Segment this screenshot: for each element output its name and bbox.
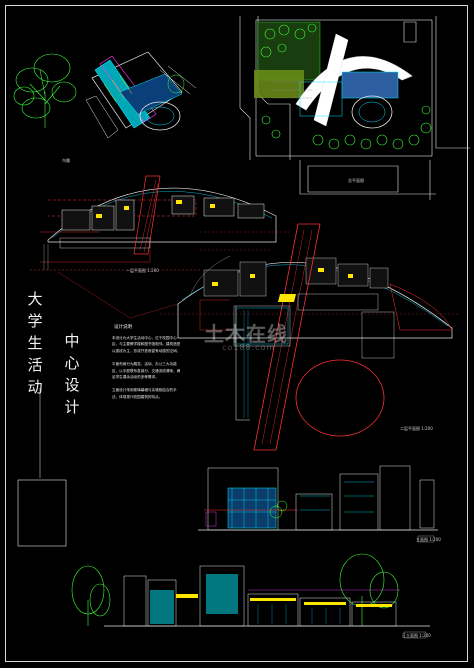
title-divider: [17, 388, 67, 547]
bird-view-sketch: [13, 51, 197, 139]
bird-view-building: [85, 51, 197, 139]
watermark-sub: co188.com: [222, 343, 276, 352]
watermark-logo: 土木在线: [204, 322, 288, 346]
label-elevation-b: 正立面图 1:200: [402, 633, 431, 638]
label-plan-2: 二层平面图 1:200: [400, 426, 433, 431]
elevation-b: [71, 553, 430, 639]
description-paragraph: 平面布局分为展览、活动、办公三大功能区，以中庭联系各部分，交通流线清晰，满足学生…: [112, 362, 181, 380]
elevation-a: [198, 465, 438, 543]
sheet-border: [5, 5, 468, 662]
description-paragraph: 本设计为大学生活动中心，位于校园中心区，与主要教学楼和图书馆相邻。建筑造型以弧线…: [112, 336, 181, 353]
label-elevation-a: 立面图 1:200: [416, 537, 441, 542]
site-plan: [239, 16, 470, 200]
floor-plan-2: [57, 223, 460, 451]
title-vertical-line1: 大学生活动: [27, 290, 43, 396]
label-bird-view: 鸟瞰: [62, 158, 70, 163]
site-greenery: [254, 21, 432, 150]
tree-sketch-left: [13, 53, 77, 128]
description-paragraph: 立面设计采用玻璃幕墙与实墙相结合的手法，体现现代校园建筑的特点。: [112, 388, 177, 399]
tree-elevation-b-left: [71, 565, 111, 626]
label-plan-1: 一层平面图 1:200: [126, 268, 159, 273]
title-vertical-line2: 中心设计: [64, 332, 80, 416]
label-site-plan: 总平面图: [348, 178, 364, 183]
description-text: 本设计为大学生活动中心，位于校园中心区，与主要教学楼和图书馆相邻。建筑造型以弧线…: [112, 335, 182, 407]
description-heading: 设计说明: [114, 325, 132, 330]
floor-plan-1: [30, 175, 290, 271]
site-building: [272, 33, 413, 129]
tree-elevation-a: [269, 500, 288, 519]
tree-sketch-right: [167, 74, 185, 94]
